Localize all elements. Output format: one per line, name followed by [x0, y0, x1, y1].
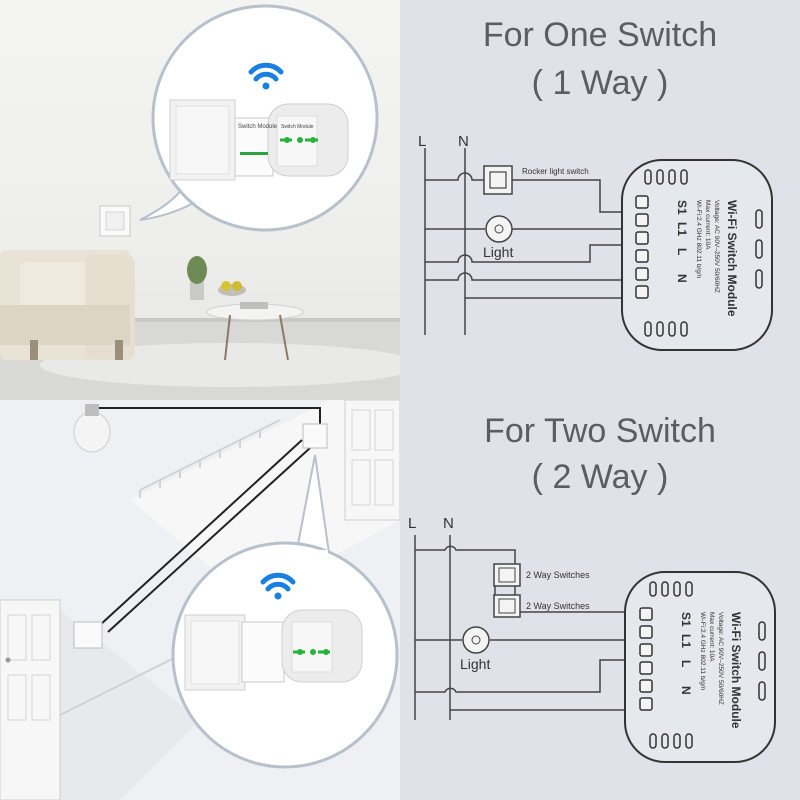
svg-text:Max current: 10A: Max current: 10A: [708, 612, 715, 662]
one-way-diagram: [424, 148, 625, 335]
wiring-diagrams: For One Switch ( 1 Way ) For Two Switch …: [400, 0, 800, 800]
svg-text:L: L: [679, 660, 693, 667]
line-label: L: [408, 515, 416, 532]
light-label: Light: [460, 656, 490, 672]
module-front: [234, 117, 274, 177]
two-way-switch-icon-1: [493, 563, 521, 587]
two-way-diagram: [414, 535, 630, 720]
svg-text:N: N: [675, 274, 689, 283]
module-front: [241, 621, 285, 683]
svg-text:L1: L1: [679, 634, 693, 648]
wifi-switch-module-1: Wi-Fi Switch Module Voltage: AC 90V–250V…: [621, 159, 773, 351]
living-room-illustration: Switch Module Switch Module: [0, 0, 400, 400]
light-bulb-icon: [73, 404, 111, 453]
svg-text:Voltage: AC 90V–250V 50/60HZ: Voltage: AC 90V–250V 50/60HZ: [713, 200, 720, 293]
rocker-switch-label: Rocker light switch: [522, 167, 589, 176]
two-way-switch-label-2: 2 Way Switches: [526, 601, 590, 611]
coffee-table: [206, 302, 304, 361]
bottom-wall-switch: [73, 621, 103, 649]
light-icon: [485, 215, 513, 243]
svg-text:Wi-Fi:2.4 GHz 802.11 b/g/n: Wi-Fi:2.4 GHz 802.11 b/g/n: [699, 612, 706, 691]
svg-text:Switch Module: Switch Module: [238, 124, 278, 130]
one-switch-subtitle: ( 1 Way ): [531, 64, 669, 102]
two-switch-subtitle: ( 2 Way ): [531, 458, 669, 496]
svg-text:Wi-Fi Switch Module: Wi-Fi Switch Module: [729, 612, 743, 729]
one-switch-title: For One Switch: [482, 16, 718, 54]
wifi-icon: [260, 572, 296, 592]
svg-text:Voltage: AC 90V–250V 50/60HZ: Voltage: AC 90V–250V 50/60HZ: [717, 612, 724, 705]
top-wall-switch: [302, 423, 328, 449]
svg-text:L: L: [675, 248, 689, 255]
two-way-switch-icon-2: [493, 594, 521, 618]
wifi-switch-module-2: Wi-Fi Switch Module Voltage: AC 90V–250V…: [624, 571, 776, 763]
two-switch-title: For Two Switch: [484, 412, 716, 450]
neutral-label: N: [458, 133, 469, 150]
sofa: [0, 250, 135, 360]
door: [0, 599, 61, 800]
two-way-switch-label-1: 2 Way Switches: [526, 570, 590, 580]
light-icon: [462, 626, 490, 654]
svg-text:S1: S1: [679, 612, 693, 627]
staircase-illustration: [0, 400, 400, 800]
wifi-icon: [248, 62, 284, 82]
upper-door: [344, 400, 400, 521]
rocker-switch-icon: [483, 165, 513, 195]
svg-text:Max current: 10A: Max current: 10A: [704, 200, 711, 250]
neutral-label: N: [443, 515, 454, 532]
svg-text:N: N: [679, 686, 693, 695]
svg-text:Wi-Fi:2.4 GHz 802.11 b/g/n: Wi-Fi:2.4 GHz 802.11 b/g/n: [695, 200, 702, 279]
svg-text:S1: S1: [675, 200, 689, 215]
plant: [187, 256, 207, 300]
light-label: Light: [483, 244, 513, 260]
svg-text:L1: L1: [675, 222, 689, 236]
svg-text:Wi-Fi Switch Module: Wi-Fi Switch Module: [725, 200, 739, 317]
line-label: L: [418, 133, 426, 150]
svg-text:Switch Module: Switch Module: [281, 124, 314, 130]
